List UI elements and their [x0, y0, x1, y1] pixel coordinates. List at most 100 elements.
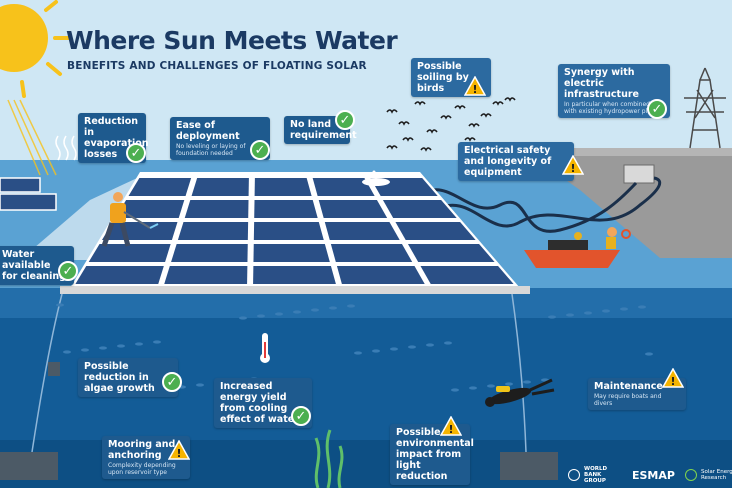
page-title: Where Sun Meets Water — [66, 26, 398, 55]
callout-deployment: Ease of deployment No leveling or laying… — [170, 117, 270, 160]
callout-electrical-heading: Electrical safety and longevity of equip… — [464, 145, 552, 178]
birds-icon — [386, 91, 516, 152]
solar-panel — [324, 222, 400, 240]
bird — [398, 121, 410, 126]
page-subtitle: BENEFITS AND CHALLENGES OF FLOATING SOLA… — [67, 60, 367, 72]
transmission-tower-icon — [684, 67, 726, 149]
fish — [354, 351, 362, 355]
check-icon: ✓ — [126, 143, 146, 163]
solar-panel — [177, 222, 249, 240]
seaweed — [314, 429, 344, 488]
warning-icon: ! — [562, 155, 584, 175]
fish — [99, 346, 107, 350]
bird — [480, 113, 492, 118]
maintenance-boat — [524, 227, 631, 268]
callout-evaporation: Reduction in evaporation losses — [78, 113, 149, 163]
solar-panel — [75, 266, 164, 284]
solar-panel — [407, 244, 495, 262]
fish — [311, 308, 319, 312]
solar-panel — [254, 200, 318, 218]
fish — [372, 349, 380, 353]
svg-text:!: ! — [448, 423, 453, 436]
callout-energy-yield-heading: Increased energy yield from cooling effe… — [220, 381, 299, 425]
bird — [420, 147, 432, 152]
fish — [620, 307, 628, 311]
fish — [257, 314, 265, 318]
warning-icon: ! — [168, 440, 190, 460]
fish — [329, 306, 337, 310]
diver — [485, 378, 555, 407]
solar-panel — [318, 200, 388, 218]
check-icon: ✓ — [162, 372, 182, 392]
fish — [638, 305, 646, 309]
esmap-logo: ESMAP — [632, 468, 675, 482]
fish — [523, 380, 531, 384]
seris-logo — [684, 469, 697, 481]
warning-icon: ! — [662, 368, 684, 388]
solar-panel — [191, 178, 249, 196]
svg-text:!: ! — [176, 447, 181, 460]
fish — [408, 345, 416, 349]
solar-panel — [336, 266, 425, 284]
solar-panel — [128, 178, 192, 196]
fish — [390, 347, 398, 351]
check-icon: ✓ — [250, 140, 270, 160]
fish — [505, 382, 513, 386]
fish — [444, 341, 452, 345]
solar-panel — [164, 266, 248, 284]
bird — [386, 145, 398, 150]
bird — [468, 123, 480, 128]
svg-text:!: ! — [472, 83, 477, 96]
callout-soiling-heading: Possible soiling by birds — [417, 61, 469, 94]
solar-panel — [253, 244, 330, 262]
solar-panel — [115, 200, 185, 218]
world-bank-logo — [568, 469, 580, 481]
callout-environmental-heading: Possible environmental impact from light… — [396, 427, 474, 482]
check-icon: ✓ — [647, 99, 667, 119]
bird — [402, 137, 414, 142]
callout-algae: Possible reduction in algae growth — [78, 358, 178, 397]
check-icon: ✓ — [291, 406, 311, 426]
bird — [426, 129, 438, 134]
bird — [504, 97, 516, 102]
svg-text:!: ! — [670, 375, 675, 388]
fish — [239, 316, 247, 320]
solar-panel — [253, 222, 324, 240]
solar-panel — [395, 222, 476, 240]
fish — [63, 350, 71, 354]
svg-text:!: ! — [570, 162, 575, 175]
solar-panel — [420, 266, 514, 284]
fish — [117, 344, 125, 348]
fish — [153, 340, 161, 344]
bird — [414, 101, 426, 106]
seris-label: Solar Energy Research Institute of Singa… — [700, 469, 732, 481]
callout-synergy-heading: Synergy with electric infrastructure — [564, 67, 639, 100]
distant-panels — [0, 177, 57, 211]
callout-no-land: No land requirement — [284, 116, 357, 144]
sun-icon — [0, 0, 70, 98]
fish — [487, 384, 495, 388]
warning-icon: ! — [464, 76, 486, 96]
check-icon: ✓ — [58, 261, 78, 281]
callout-maintenance-heading: Maintenance — [594, 381, 663, 392]
callout-deployment-heading: Ease of deployment — [176, 120, 240, 142]
fish — [196, 383, 204, 387]
bird — [440, 115, 452, 120]
fish — [566, 313, 574, 317]
fish — [135, 342, 143, 346]
fish — [426, 343, 434, 347]
anchor-block-left — [0, 452, 58, 480]
bird — [454, 105, 466, 110]
bird — [492, 101, 504, 106]
fish — [548, 315, 556, 319]
callout-synergy-sub: In particular when combined with existin… — [564, 101, 661, 115]
callout-mooring-sub: Complexity depending upon reservoir type — [108, 462, 176, 476]
footer-logos: WORLD BANK GROUP ESMAP Solar Energy Rese… — [568, 466, 732, 484]
thermometer-icon — [260, 333, 270, 363]
callout-no-land-heading: No land requirement — [290, 119, 357, 141]
solar-panel — [330, 244, 413, 262]
world-bank-label: WORLD BANK GROUP — [584, 466, 608, 484]
fish — [275, 312, 283, 316]
fish — [293, 310, 301, 314]
bird — [386, 109, 398, 114]
